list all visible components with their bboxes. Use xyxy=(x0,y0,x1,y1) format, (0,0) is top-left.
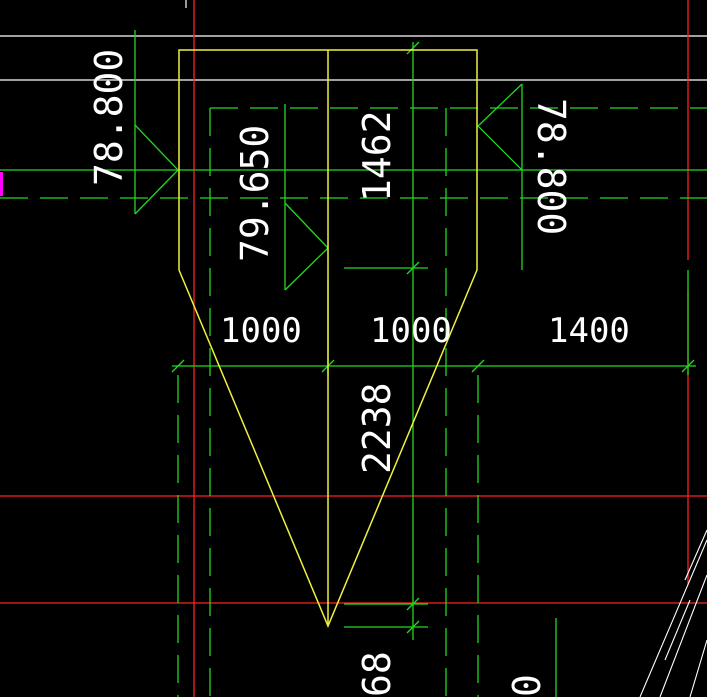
hatch-line-3 xyxy=(684,529,707,581)
tick-6 xyxy=(406,261,420,275)
funnel-outline xyxy=(178,49,478,628)
elevation-marker-left xyxy=(134,124,179,215)
tick-8 xyxy=(406,620,420,634)
dimension-label-span-1: 1000 xyxy=(220,311,302,351)
elevation-label-right: 78.800 xyxy=(529,98,573,235)
tick-3 xyxy=(471,359,485,373)
green-dashed-lines xyxy=(0,107,707,697)
dimension-labels: 78.800 79.650 78.800 1462 2238 1000 1000… xyxy=(87,49,630,697)
dimension-label-partial-bottom: 68 xyxy=(355,651,399,697)
white-boundary-lines xyxy=(0,0,707,81)
tick-7 xyxy=(406,597,420,611)
hatch-lines xyxy=(639,529,707,697)
tick-4 xyxy=(681,359,695,373)
hatch-line-2 xyxy=(659,574,707,697)
tick-5 xyxy=(406,41,420,55)
hatch-line-5 xyxy=(689,639,707,697)
elevation-label-left: 78.800 xyxy=(87,49,131,186)
dimension-label-vertical-lower: 2238 xyxy=(355,382,399,474)
yellow-outline xyxy=(178,49,478,628)
dimension-label-span-2: 1000 xyxy=(370,311,452,351)
tick-1 xyxy=(171,359,185,373)
green-solid-lines xyxy=(0,30,707,697)
hatch-line-4 xyxy=(664,599,691,661)
magenta-edge-marker xyxy=(0,172,3,196)
dimension-label-span-3: 1400 xyxy=(548,311,630,351)
hatch-line-1 xyxy=(639,539,707,697)
elevation-marker-right xyxy=(477,83,523,171)
elevation-marker-middle xyxy=(284,202,329,291)
elevation-label-middle: 79.650 xyxy=(233,125,277,262)
dimension-label-vertical-upper: 1462 xyxy=(355,110,399,202)
dimension-label-partial-bottom-right: 0 xyxy=(505,674,549,697)
